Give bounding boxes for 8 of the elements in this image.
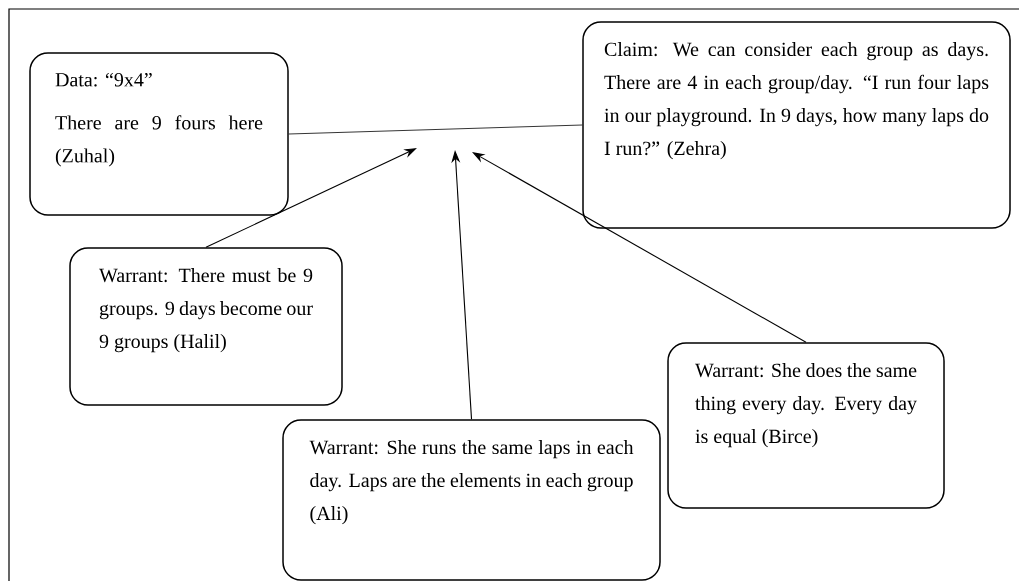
text-box: Warrant: She runs the same laps in each day. Laps are the elements in each group (Ali) — [282, 419, 661, 581]
arrow — [472, 152, 807, 343]
text-box: Warrant: She does the same thing every day. Every day is equal (Birce) — [667, 342, 945, 509]
arrow — [205, 148, 417, 248]
text-box: Warrant: There must be 9 groups. 9 days become our 9 groups (Halil) — [69, 247, 343, 406]
text-box: Claim: We can consider each group as days. There are 4 in each group/day. “I run four laps in our playground. In 9 days, how many laps do I run?” (Zehra) — [582, 21, 1011, 229]
connector-line — [288, 124, 583, 135]
text-box: Data: “9x4” There are 9 fours here (Zuhal) — [29, 52, 289, 216]
